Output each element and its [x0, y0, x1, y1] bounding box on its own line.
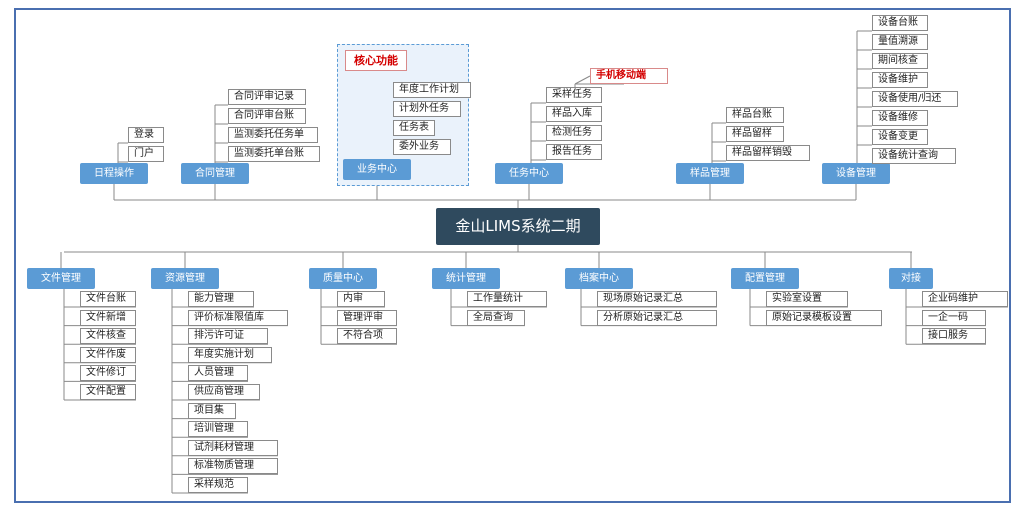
leaf-node[interactable]: 设备统计查询 — [872, 148, 956, 164]
core-function-label: 核心功能 — [345, 50, 407, 71]
leaf-node[interactable]: 门户 — [128, 146, 164, 162]
branch-node[interactable]: 样品管理 — [676, 163, 744, 184]
mindmap-frame — [14, 8, 1011, 503]
branch-node[interactable]: 业务中心 — [343, 159, 411, 180]
leaf-node[interactable]: 委外业务 — [393, 139, 451, 155]
leaf-node[interactable]: 全局查询 — [467, 309, 525, 326]
leaf-node[interactable]: 样品入库 — [546, 106, 602, 122]
leaf-node[interactable]: 供应商管理 — [188, 384, 260, 400]
branch-node[interactable]: 质量中心 — [309, 268, 377, 289]
leaf-node[interactable]: 工作量统计 — [467, 291, 547, 307]
branch-node[interactable]: 设备管理 — [822, 163, 890, 184]
branch-node[interactable]: 合同管理 — [181, 163, 249, 184]
leaf-node[interactable]: 一企一码 — [922, 309, 986, 326]
leaf-node[interactable]: 采样任务 — [546, 87, 602, 103]
branch-node[interactable]: 配置管理 — [731, 268, 799, 289]
leaf-node[interactable]: 项目集 — [188, 402, 236, 419]
leaf-node[interactable]: 设备变更 — [872, 129, 928, 145]
leaf-node[interactable]: 手机移动端 — [590, 68, 668, 84]
leaf-node[interactable]: 设备维护 — [872, 72, 928, 88]
leaf-node[interactable]: 量值溯源 — [872, 34, 928, 50]
leaf-node[interactable]: 原始记录模板设置 — [766, 309, 882, 326]
leaf-node[interactable]: 试剂耗材管理 — [188, 439, 278, 456]
leaf-node[interactable]: 文件作废 — [80, 346, 136, 363]
leaf-node[interactable]: 检测任务 — [546, 125, 602, 141]
leaf-node[interactable]: 样品留样销毁 — [726, 145, 810, 161]
leaf-node[interactable]: 期间核查 — [872, 53, 928, 69]
leaf-node[interactable]: 不符合项 — [337, 328, 397, 345]
leaf-node[interactable]: 标准物质管理 — [188, 458, 278, 475]
leaf-node[interactable]: 实验室设置 — [766, 291, 848, 307]
leaf-node[interactable]: 设备台账 — [872, 15, 928, 31]
leaf-node[interactable]: 报告任务 — [546, 144, 602, 160]
leaf-node[interactable]: 任务表 — [393, 120, 435, 136]
leaf-node[interactable]: 人员管理 — [188, 365, 248, 382]
leaf-node[interactable]: 文件台账 — [80, 291, 136, 307]
leaf-node[interactable]: 监测委托任务单 — [228, 127, 318, 143]
leaf-node[interactable]: 内审 — [337, 291, 385, 307]
leaf-node[interactable]: 文件修订 — [80, 365, 136, 382]
leaf-node[interactable]: 培训管理 — [188, 421, 248, 438]
leaf-node[interactable]: 文件新增 — [80, 309, 136, 326]
leaf-node[interactable]: 设备使用/归还 — [872, 91, 958, 107]
branch-node[interactable]: 对接 — [889, 268, 933, 289]
leaf-node[interactable]: 文件核查 — [80, 328, 136, 345]
root-node[interactable]: 金山LIMS系统二期 — [436, 208, 600, 245]
leaf-node[interactable]: 合同评审台账 — [228, 108, 306, 124]
connector-line — [574, 75, 591, 85]
branch-node[interactable]: 文件管理 — [27, 268, 95, 289]
leaf-node[interactable]: 登录 — [128, 127, 164, 143]
branch-node[interactable]: 日程操作 — [80, 163, 148, 184]
leaf-node[interactable]: 样品留样 — [726, 126, 784, 142]
leaf-node[interactable]: 合同评审记录 — [228, 89, 306, 105]
leaf-node[interactable]: 采样规范 — [188, 477, 248, 493]
leaf-node[interactable]: 企业码维护 — [922, 291, 1008, 307]
leaf-node[interactable]: 排污许可证 — [188, 328, 268, 345]
leaf-node[interactable]: 监测委托单台账 — [228, 146, 320, 162]
leaf-node[interactable]: 现场原始记录汇总 — [597, 291, 717, 307]
branch-node[interactable]: 档案中心 — [565, 268, 633, 289]
leaf-node[interactable]: 样品台账 — [726, 107, 784, 123]
leaf-node[interactable]: 管理评审 — [337, 309, 397, 326]
branch-node[interactable]: 统计管理 — [432, 268, 500, 289]
leaf-node[interactable]: 文件配置 — [80, 384, 136, 400]
leaf-node[interactable]: 年度实施计划 — [188, 346, 272, 363]
leaf-node[interactable]: 评价标准限值库 — [188, 309, 288, 326]
leaf-node[interactable]: 年度工作计划 — [393, 82, 471, 98]
leaf-node[interactable]: 计划外任务 — [393, 101, 461, 117]
leaf-node[interactable]: 设备维修 — [872, 110, 928, 126]
branch-node[interactable]: 资源管理 — [151, 268, 219, 289]
leaf-node[interactable]: 能力管理 — [188, 291, 254, 307]
branch-node[interactable]: 任务中心 — [495, 163, 563, 184]
leaf-node[interactable]: 分析原始记录汇总 — [597, 309, 717, 326]
leaf-node[interactable]: 接口服务 — [922, 328, 986, 345]
